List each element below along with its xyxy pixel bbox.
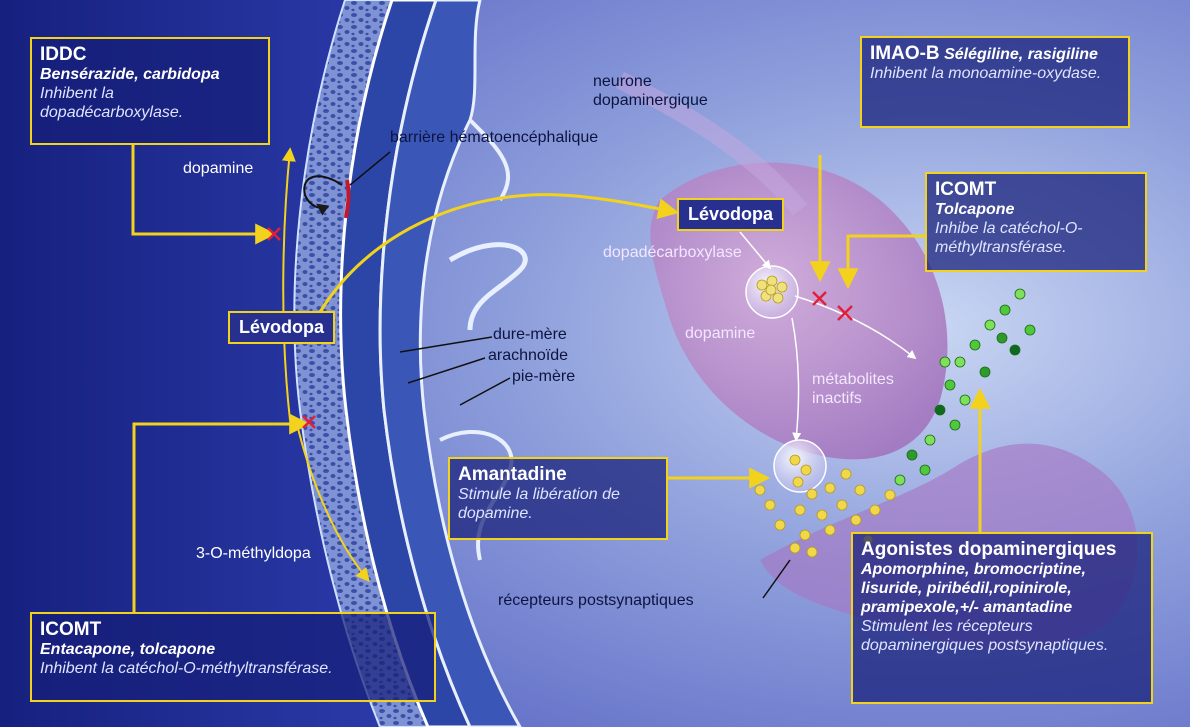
icomt-peripheral-drugs: Entacapone, tolcapone (40, 641, 426, 660)
iddc-action: Inhibent la dopadécarboxylase. (40, 85, 260, 123)
amantadine-box: Amantadine Stimule la libération de dopa… (448, 457, 668, 540)
icomt-peripheral-action: Inhibent la catéchol-O-méthyltransférase… (40, 660, 426, 679)
imao-b-title: IMAO-B (870, 43, 940, 64)
metabolites-label: métabolites inactifs (812, 370, 912, 408)
amantadine-action: Stimule la libération de dopamine. (458, 486, 658, 524)
levodopa-central-tag: Lévodopa (677, 198, 784, 231)
icomt-peripheral-box: ICOMT Entacapone, tolcapone Inhibent la … (30, 612, 436, 702)
recepteurs-label: récepteurs postsynaptiques (498, 592, 694, 610)
amantadine-title: Amantadine (458, 464, 658, 486)
levodopa-peripheral-tag: Lévodopa (228, 311, 335, 344)
barriere-label: barrière hématoencéphalique (390, 128, 610, 147)
methyldopa-label: 3-O-méthyldopa (196, 545, 311, 563)
agonists-box: Agonistes dopaminergiques Apomorphine, b… (851, 532, 1153, 704)
icomt-central-drugs: Tolcapone (935, 201, 1137, 220)
agonists-drugs: Apomorphine, bromocriptine, lisuride, pi… (861, 561, 1143, 618)
dopamine-peripheral-label: dopamine (183, 160, 253, 178)
icomt-central-action: Inhibe la catéchol-O-méthyltransférase. (935, 220, 1137, 258)
icomt-peripheral-title: ICOMT (40, 619, 426, 641)
icomt-central-box: ICOMT Tolcapone Inhibe la catéchol-O-mét… (925, 172, 1147, 272)
neurone-label: neurone dopaminergique (593, 72, 723, 110)
iddc-title: IDDC (40, 44, 260, 66)
dopamine-central-label: dopamine (685, 325, 755, 343)
imao-b-drugs: Sélégiline, rasigiline (944, 46, 1098, 63)
imao-b-box: IMAO-B Sélégiline, rasigiline Inhibent l… (860, 36, 1130, 128)
agonists-title: Agonistes dopaminergiques (861, 539, 1143, 561)
iddc-drugs: Bensérazide, carbidopa (40, 66, 260, 85)
imao-b-action: Inhibent la monoamine-oxydase. (870, 65, 1120, 84)
agonists-action: Stimulent les récepteurs dopaminergiques… (861, 618, 1143, 656)
iddc-box: IDDC Bensérazide, carbidopa Inhibent la … (30, 37, 270, 145)
pie-mere-label: pie-mère (512, 368, 575, 386)
arachnoide-label: arachnoïde (488, 347, 568, 365)
dopadecarboxylase-label: dopadécarboxylase (603, 244, 742, 262)
icomt-central-title: ICOMT (935, 179, 1137, 201)
dure-mere-label: dure-mère (493, 326, 567, 344)
